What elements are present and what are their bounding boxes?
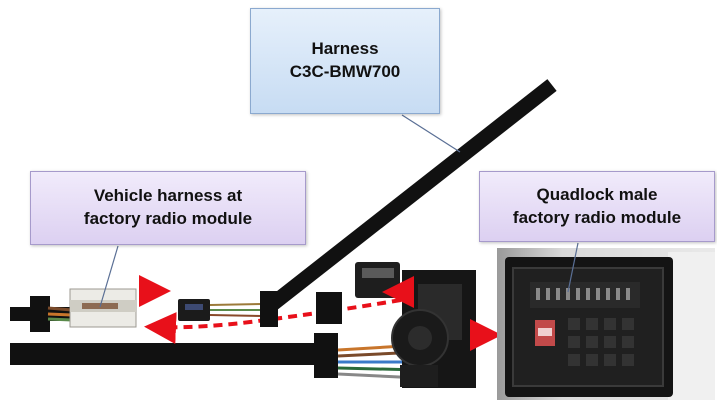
- leader-line-harness: [401, 114, 461, 153]
- quadlock-callout-line2: factory radio module: [512, 207, 682, 227]
- diagonal-harness-cable: [260, 79, 557, 316]
- vehicle-harness-callout-line2: factory radio module: [83, 209, 253, 228]
- small-black-connector: [178, 299, 210, 321]
- left-block-connector: [30, 296, 50, 332]
- vehicle-harness-connector: [69, 288, 137, 328]
- harness-callout-line2: C3C-BMW700: [289, 62, 401, 81]
- leader-line-quadlock: [567, 242, 579, 293]
- quadlock-callout-line1: Quadlock male: [536, 184, 658, 204]
- center-left-block: [260, 291, 278, 327]
- vehicle-harness-callout: Vehicle harness at factory radio module: [30, 171, 306, 245]
- leader-line-vehicle: [99, 245, 119, 308]
- harness-quadlock-connector: [355, 262, 476, 388]
- center-right-block: [316, 292, 342, 324]
- wire-bundle-left: [47, 306, 73, 322]
- quadlock-callout: Quadlock male factory radio module: [479, 171, 715, 242]
- lower-horizontal-cable: [10, 343, 330, 365]
- lower-cable-block: [314, 333, 338, 378]
- vehicle-harness-callout-line1: Vehicle harness at: [93, 186, 243, 206]
- harness-callout-line1: Harness: [311, 39, 379, 59]
- wire-bundle-middle: [209, 303, 263, 317]
- harness-callout: Harness C3C-BMW700: [250, 8, 440, 114]
- factory-radio-module-panel: [497, 248, 715, 400]
